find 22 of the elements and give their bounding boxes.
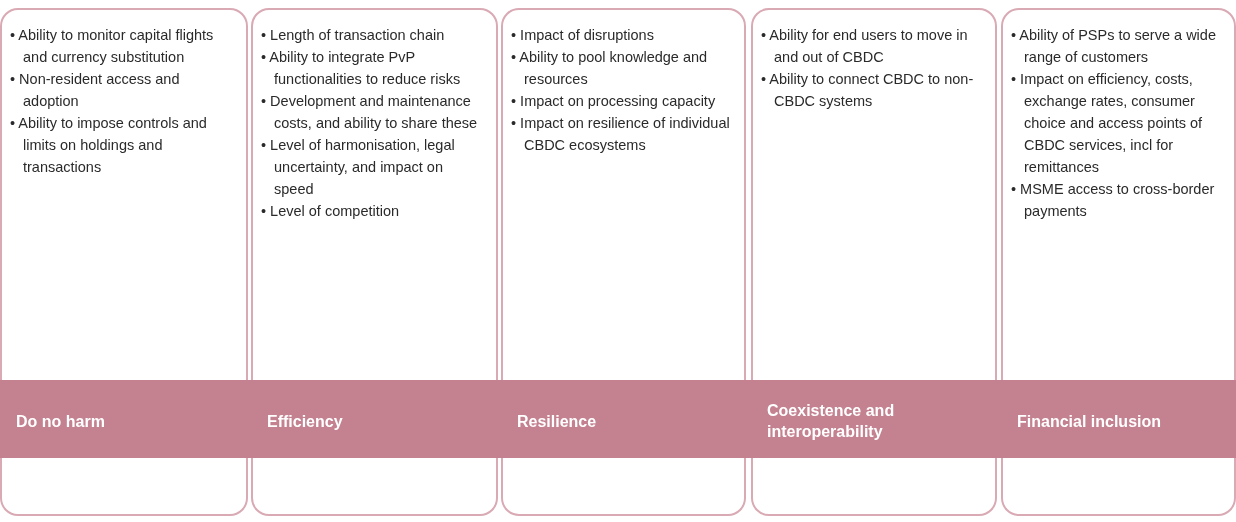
- bullet-item: • Impact on efficiency, costs, exchange rates, consumer choice and access points of CBDC services, incl for remittances: [1011, 70, 1204, 177]
- card-heading: Coexistence and interoperability: [767, 401, 896, 442]
- bullet-item: • Ability to pool knowledge and resources: [511, 48, 709, 89]
- bullet-item: • Ability to impose controls and limits on holdings and transactions: [10, 114, 208, 177]
- bullet-item: • Ability to integrate PvP functionalities to reduce risks: [261, 48, 462, 89]
- card-heading: Efficiency: [267, 411, 343, 432]
- bullet-item: • Level of harmonisation, legal uncertainty, and impact on speed: [261, 136, 456, 199]
- card-heading: Do no harm: [16, 411, 105, 432]
- card-heading: Resilience: [517, 411, 597, 432]
- bullet-item: • Length of transaction chain: [261, 26, 446, 45]
- bullet-item: • Ability to monitor capital flights and currency substitution: [10, 26, 215, 67]
- bullet-item: • Impact of disruptions: [511, 26, 655, 45]
- bullet-item: • Development and maintenance costs, and ability to share these: [261, 92, 479, 133]
- card-heading: Financial inclusion: [1017, 411, 1162, 432]
- bullet-item: • Non-resident access and adoption: [10, 70, 181, 111]
- bullet-item: • Ability of PSPs to serve a wide range of customers: [1011, 26, 1217, 67]
- bullet-item: • Impact on resilience of individual CBDC ecosystems: [511, 114, 730, 155]
- bullet-item: • Ability to connect CBDC to non-CBDC systems: [761, 70, 975, 111]
- bullet-item: • Ability for end users to move in and out of CBDC: [761, 26, 969, 67]
- bullet-item: • MSME access to cross-border payments: [1011, 180, 1216, 221]
- bullet-item: • Impact on processing capacity: [511, 92, 717, 111]
- bullet-item: • Level of competition: [261, 202, 401, 221]
